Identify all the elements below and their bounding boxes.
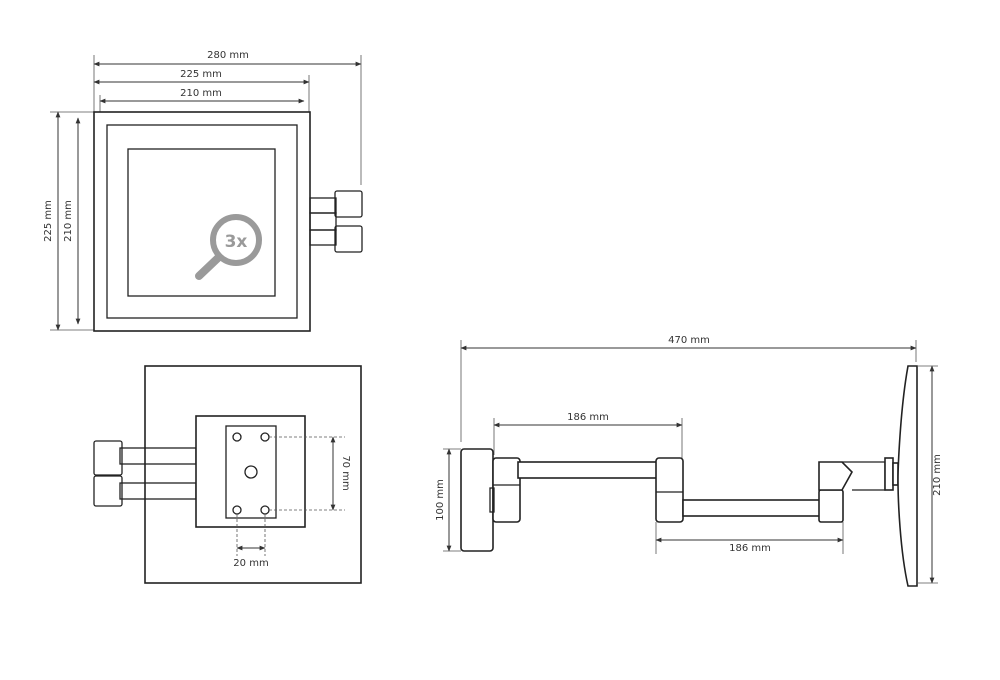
mounting-block xyxy=(195,415,306,528)
magnifier-3x-icon: 3x xyxy=(195,214,262,280)
dim-label-225-height: 225 mm xyxy=(43,200,54,242)
arm-1 xyxy=(517,461,659,479)
side-view: 470 mm 186 mm 100 mm xyxy=(435,335,943,587)
arm-2 xyxy=(682,499,822,517)
dim-label-100: 100 mm xyxy=(435,479,446,521)
magnification-label: 3x xyxy=(225,232,248,252)
front-view: 280 mm 225 mm 210 mm 225 mm 210 mm 3x xyxy=(43,50,363,332)
mirror-frame-outer xyxy=(93,111,311,332)
mirror-side xyxy=(897,365,918,587)
dim-label-210-height: 210 mm xyxy=(63,200,74,242)
dim-label-280: 280 mm xyxy=(207,50,249,61)
mounting-plate xyxy=(225,425,277,519)
dim-label-210-width: 210 mm xyxy=(180,88,222,99)
wall-base xyxy=(460,448,494,552)
dim-label-20: 20 mm xyxy=(233,558,268,569)
dim-label-186-arm2: 186 mm xyxy=(729,543,771,554)
dim-label-470: 470 mm xyxy=(668,335,710,346)
dim-label-225-width: 225 mm xyxy=(180,69,222,80)
top-view: 70 mm 20 mm xyxy=(93,365,362,584)
mirror-glass xyxy=(127,148,276,297)
dim-label-70: 70 mm xyxy=(340,455,351,490)
mirror-frame-inner xyxy=(106,124,298,319)
dim-label-186-arm1: 186 mm xyxy=(567,412,609,423)
dim-label-210-side: 210 mm xyxy=(932,454,943,496)
elbow-joint xyxy=(655,457,684,523)
